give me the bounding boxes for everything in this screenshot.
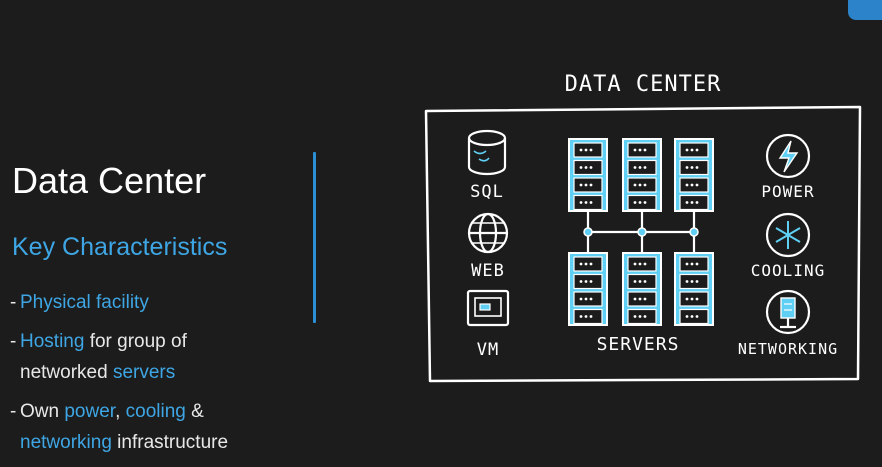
bullet-dash: -	[10, 331, 17, 352]
data-center-frame	[424, 105, 862, 383]
server-rack	[674, 252, 714, 326]
server-node-dot	[637, 227, 647, 237]
sql-label: SQL	[470, 182, 504, 202]
snowflake-icon	[765, 212, 811, 258]
server-rack	[622, 138, 662, 212]
slide-subtitle: Key Characteristics	[12, 233, 228, 261]
servers-label: SERVERS	[597, 334, 680, 355]
bullet-text: for group of	[84, 331, 187, 352]
bullet-highlight-hosting: Hosting	[20, 331, 85, 352]
bullet-text: infrastructure	[111, 432, 229, 453]
database-icon	[467, 129, 507, 176]
slide-title: Data Center	[12, 160, 207, 201]
server-node-dot	[583, 227, 593, 237]
network-icon	[765, 289, 811, 335]
bullet-infrastructure: - Own power, cooling & networking infras…	[10, 396, 300, 458]
bullet-text: &	[185, 401, 204, 422]
power-label: POWER	[761, 182, 814, 201]
diagram-heading: DATA CENTER	[565, 72, 722, 97]
bullet-list: - Physical facility - Hosting for group …	[10, 287, 300, 466]
corner-tab	[848, 0, 882, 20]
bullet-text: networked	[20, 362, 113, 383]
bullet-text: Physical facility	[20, 292, 149, 313]
globe-icon	[467, 212, 509, 254]
bullet-highlight-power: power	[64, 401, 116, 422]
server-rack	[674, 138, 714, 212]
data-center-diagram: DATA CENTER SQL WEB VM SERVERS POWER	[424, 72, 862, 383]
servers-group	[568, 138, 714, 326]
bullet-dash: -	[10, 401, 17, 422]
bullet-highlight-servers: servers	[112, 362, 176, 383]
bullet-text: Own	[20, 401, 65, 422]
bullet-highlight-cooling: cooling	[125, 401, 186, 422]
bullet-physical-facility: - Physical facility	[10, 287, 300, 318]
server-rack	[568, 138, 608, 212]
networking-label: NETWORKING	[738, 340, 838, 358]
vm-label: VM	[477, 340, 499, 360]
lightning-bolt-icon	[765, 133, 811, 179]
server-rack	[568, 252, 608, 326]
vertical-divider	[313, 152, 316, 323]
web-label: WEB	[471, 261, 505, 281]
bullet-hosting: - Hosting for group of networked servers	[10, 326, 300, 388]
virtual-machine-icon	[466, 289, 510, 327]
server-rack	[622, 252, 662, 326]
cooling-label: COOLING	[751, 261, 825, 280]
server-node-dot	[689, 227, 699, 237]
bullet-text: ,	[115, 401, 126, 422]
bullet-highlight-networking: networking	[20, 432, 112, 453]
bullet-dash: -	[10, 292, 17, 313]
